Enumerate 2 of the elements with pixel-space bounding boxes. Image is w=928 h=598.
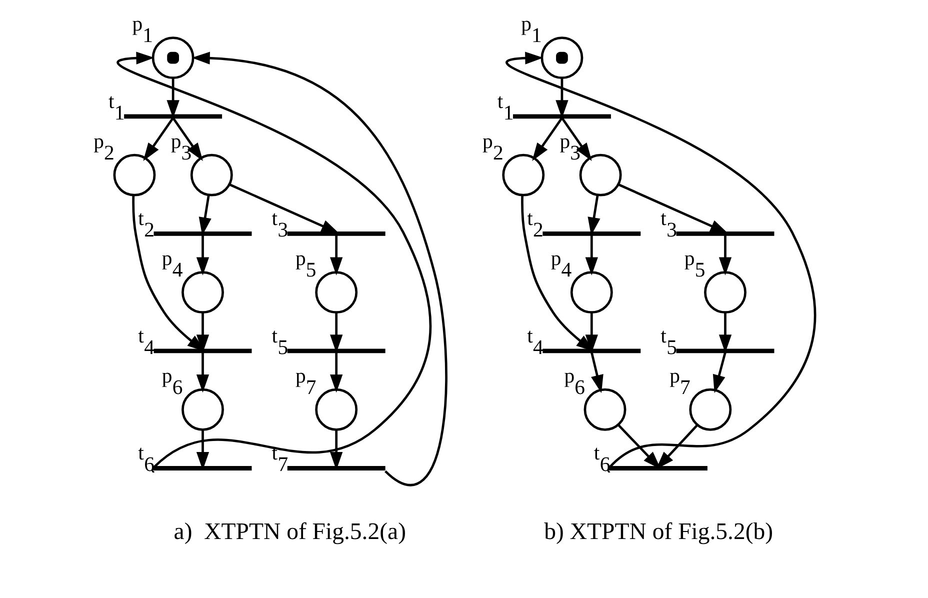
label: b) XTPTN of Fig.5.2(b) [544,519,774,546]
label: a) XTPTN of Fig.5.2(a) [174,519,406,546]
